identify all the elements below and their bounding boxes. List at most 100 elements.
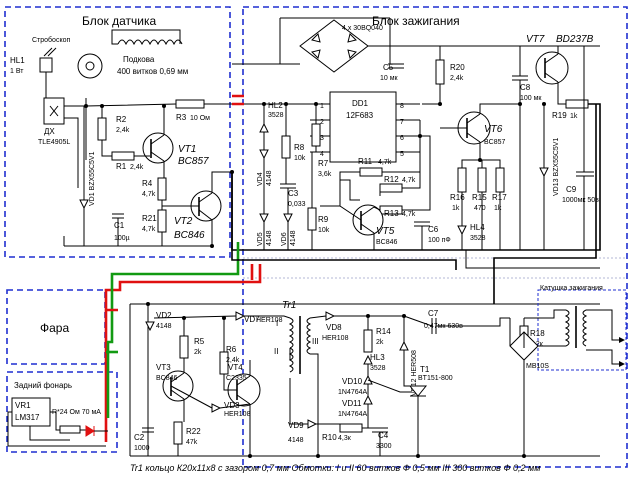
r5-value: 2k bbox=[194, 349, 202, 356]
c5-value: 10 мк bbox=[380, 75, 399, 82]
r7-label: R7 bbox=[318, 159, 329, 168]
vd10-label: VD10 bbox=[342, 377, 363, 386]
r9-value: 10k bbox=[318, 227, 330, 234]
r10-value: 4,3к bbox=[338, 435, 352, 442]
vt5-type: BC846 bbox=[376, 239, 398, 246]
red-power-wire bbox=[104, 94, 262, 442]
vd5-diode-icon bbox=[259, 213, 269, 224]
junction-dots bbox=[84, 102, 546, 458]
mb10s-label: MB10S bbox=[526, 363, 549, 370]
r10-label: R10 bbox=[322, 433, 337, 442]
vd6-diode-icon bbox=[283, 213, 293, 224]
r15-value: 470 bbox=[474, 205, 486, 212]
r14-resistor bbox=[363, 329, 373, 353]
vt7-type: BD237B bbox=[556, 34, 594, 45]
green-signal-wire bbox=[106, 242, 240, 418]
r13-value: 4,7k bbox=[402, 211, 416, 218]
bridge-label: 4 x 30BQ040 bbox=[342, 25, 383, 32]
dd1-microcontroller bbox=[329, 91, 397, 163]
r6-label: R6 bbox=[226, 345, 237, 354]
r8-resistor bbox=[281, 135, 291, 159]
vr1-type: LM317 bbox=[15, 413, 40, 422]
r24-resistor bbox=[59, 425, 81, 434]
tr1-winding-1 bbox=[288, 317, 294, 349]
vd8-label: VD8 bbox=[326, 323, 342, 332]
c9-label: C9 bbox=[566, 185, 577, 194]
vr1-label: VR1 bbox=[15, 401, 31, 410]
r9-label: R9 bbox=[318, 215, 329, 224]
r15-label: R15 bbox=[472, 193, 487, 202]
c6-value: 100 пФ bbox=[428, 237, 451, 244]
tr1-winding-label-3: III bbox=[312, 337, 319, 346]
r17-resistor bbox=[495, 167, 505, 193]
vd2-value: 4148 bbox=[156, 323, 172, 330]
c9-value: 1000мк 50в bbox=[562, 197, 599, 204]
vt1-transistor bbox=[142, 132, 174, 164]
r15-resistor bbox=[477, 167, 487, 193]
r21-value: 4,7k bbox=[142, 226, 156, 233]
tail-led-icon bbox=[85, 425, 95, 437]
c6-label: C6 bbox=[428, 225, 439, 234]
c7-label: C7 bbox=[428, 309, 439, 318]
vd12-diode-icon bbox=[399, 340, 409, 351]
coil-label: Катушка зажигания bbox=[540, 285, 603, 292]
r12-label: R12 bbox=[384, 175, 399, 184]
tr1-winding-3 bbox=[306, 317, 312, 355]
dd1-pin-l1: 1 bbox=[320, 103, 324, 110]
r20-resistor bbox=[435, 59, 445, 85]
c4-value: 3300 bbox=[376, 443, 392, 450]
dd1-pin-r5: 5 bbox=[400, 151, 404, 158]
vd9-label: VD9 bbox=[288, 421, 304, 430]
vd3-diode-icon bbox=[211, 403, 222, 413]
r2-label: R2 bbox=[116, 115, 127, 124]
r12-value: 4,7k bbox=[402, 177, 416, 184]
r22-resistor bbox=[173, 421, 183, 445]
c8-value: 100 мк bbox=[520, 95, 542, 102]
r16-value: 1k bbox=[452, 205, 460, 212]
r4-label: R4 bbox=[142, 179, 153, 188]
dd1-pin-r6: 6 bbox=[400, 135, 404, 142]
vd11-zener-icon bbox=[363, 394, 373, 405]
horseshoe-coil-icon bbox=[117, 39, 183, 46]
sensor-block-title: Блок датчика bbox=[82, 14, 157, 28]
c5-label: C5 bbox=[383, 63, 394, 72]
horseshoe-label: Подкова bbox=[123, 55, 155, 64]
vd6-value: 4148 bbox=[290, 230, 297, 246]
vt6-type: BC857 bbox=[484, 139, 506, 146]
r4-resistor bbox=[157, 177, 167, 201]
ignition-coil-primary bbox=[564, 309, 570, 347]
r19-resistor bbox=[565, 99, 589, 109]
c3-label: C3 bbox=[288, 189, 299, 198]
hall-sensor-label: ДХ bbox=[44, 127, 55, 136]
r22-value: 47k bbox=[186, 439, 198, 446]
t1-type: BT151-800 bbox=[418, 375, 453, 382]
r2-resistor bbox=[97, 117, 107, 141]
vd4-label: VD4 bbox=[257, 172, 264, 186]
ignition-coil-secondary bbox=[582, 309, 588, 347]
hl1-label: HL1 bbox=[10, 56, 25, 65]
hl2-value: 3528 bbox=[268, 112, 284, 119]
hl3-label: HL3 bbox=[370, 353, 385, 362]
vd4-diode-icon bbox=[259, 149, 269, 160]
r14-label: R14 bbox=[376, 327, 391, 336]
r11-resistor bbox=[359, 167, 383, 177]
dd1-pin-l4: 4 bbox=[320, 151, 324, 158]
tr1-winding-label-1: I bbox=[276, 319, 278, 328]
vt6-label: VT6 bbox=[484, 124, 503, 135]
ignition-block-frame bbox=[242, 6, 628, 468]
vd7-label: VD7 bbox=[244, 315, 260, 324]
r11-label: R11 bbox=[358, 157, 373, 166]
hl3-value: 3528 bbox=[370, 365, 386, 372]
vt5-label: VT5 bbox=[376, 226, 395, 237]
tr1-winding-label-2: II bbox=[274, 347, 278, 356]
t1-thyristor-icon bbox=[408, 385, 428, 397]
r4-value: 4,7k bbox=[142, 191, 156, 198]
bridge-wires bbox=[279, 17, 391, 64]
r21-resistor bbox=[157, 209, 167, 233]
ignition-block-title: Блок зажигания bbox=[372, 14, 460, 28]
r13-label: R13 bbox=[384, 209, 399, 218]
r10-resistor bbox=[339, 423, 363, 433]
coil-frame bbox=[537, 289, 627, 371]
